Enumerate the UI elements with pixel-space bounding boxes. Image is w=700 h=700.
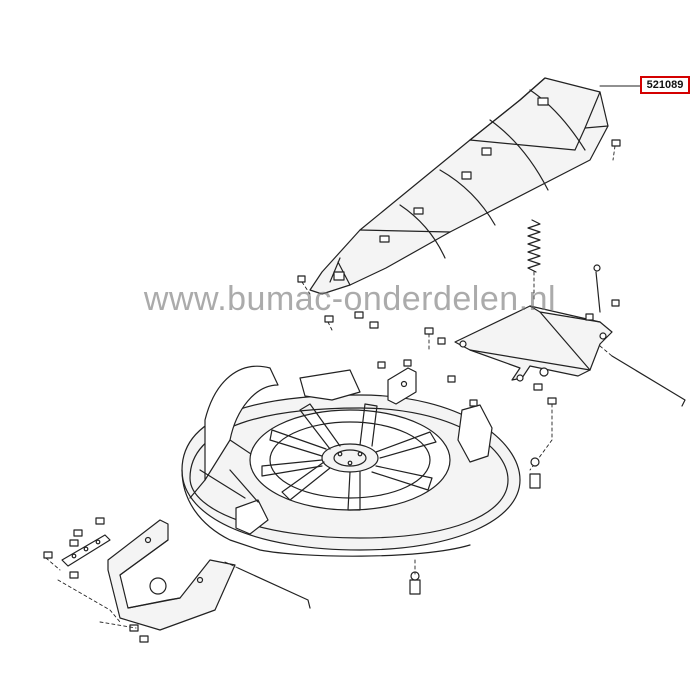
frame-bolt [424, 299, 620, 405]
mounting-plate [61, 534, 111, 567]
fan-blade [261, 403, 437, 511]
control-rod [599, 345, 686, 407]
guide-rod [224, 561, 311, 609]
tension-spring [527, 219, 541, 301]
deck-mount-bracket [387, 367, 417, 405]
discharge-chute [309, 77, 609, 295]
rear-mount-bracket [107, 519, 236, 631]
mower-deck-housing [181, 365, 521, 557]
part-number-label: 521089 [640, 76, 690, 94]
bracket-bolt [43, 517, 149, 643]
pivot-pin [593, 264, 601, 313]
chute-bolt [297, 139, 621, 329]
